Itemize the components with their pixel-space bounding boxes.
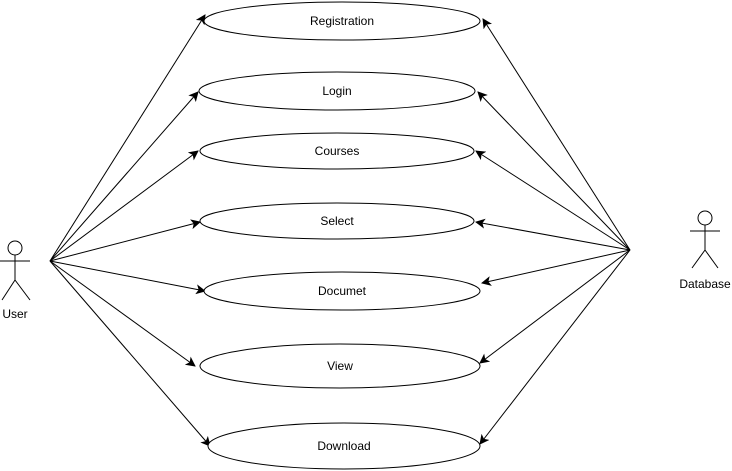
association-lines	[49, 14, 631, 447]
use-case-label: Registration	[310, 14, 374, 28]
association-arrow-user-registration	[49, 14, 206, 262]
association-arrow-database-select	[475, 218, 631, 251]
use-case-courses[interactable]: Courses	[199, 132, 475, 170]
use-case-label: View	[327, 359, 353, 373]
stick-figure-icon	[0, 240, 31, 301]
association-arrow-database-login	[477, 91, 631, 251]
use-case-label: Download	[317, 439, 370, 453]
use-case-label: Courses	[315, 144, 360, 158]
association-arrow-user-courses	[49, 150, 199, 262]
use-case-label: Select	[320, 214, 354, 228]
association-arrow-database-download	[479, 249, 631, 445]
use-case-documet[interactable]: Documet	[203, 271, 481, 311]
association-arrow-user-documet	[49, 260, 206, 295]
use-case-group: Registration Login Courses Select Docume…	[198, 1, 481, 470]
use-case-label: Documet	[318, 284, 367, 298]
association-arrow-user-login	[49, 91, 199, 262]
association-arrow-user-select	[49, 219, 201, 262]
actor-user[interactable]: User	[0, 240, 31, 321]
use-case-login[interactable]: Login	[198, 71, 476, 111]
use-case-download[interactable]: Download	[207, 422, 481, 470]
actor-label: Database	[679, 277, 731, 291]
use-case-view[interactable]: View	[199, 343, 481, 389]
association-arrow-database-view	[479, 249, 631, 364]
use-case-registration[interactable]: Registration	[203, 1, 481, 41]
use-case-select[interactable]: Select	[199, 202, 475, 240]
association-arrow-user-download	[49, 260, 211, 447]
actor-database[interactable]: Database	[679, 210, 731, 291]
association-arrow-user-view	[49, 260, 196, 367]
association-arrow-database-courses	[475, 150, 631, 251]
association-arrow-database-documet	[481, 249, 631, 286]
actor-label: User	[2, 307, 27, 321]
stick-figure-icon	[690, 210, 720, 269]
association-arrow-database-registration	[482, 18, 631, 251]
use-case-label: Login	[322, 84, 351, 98]
